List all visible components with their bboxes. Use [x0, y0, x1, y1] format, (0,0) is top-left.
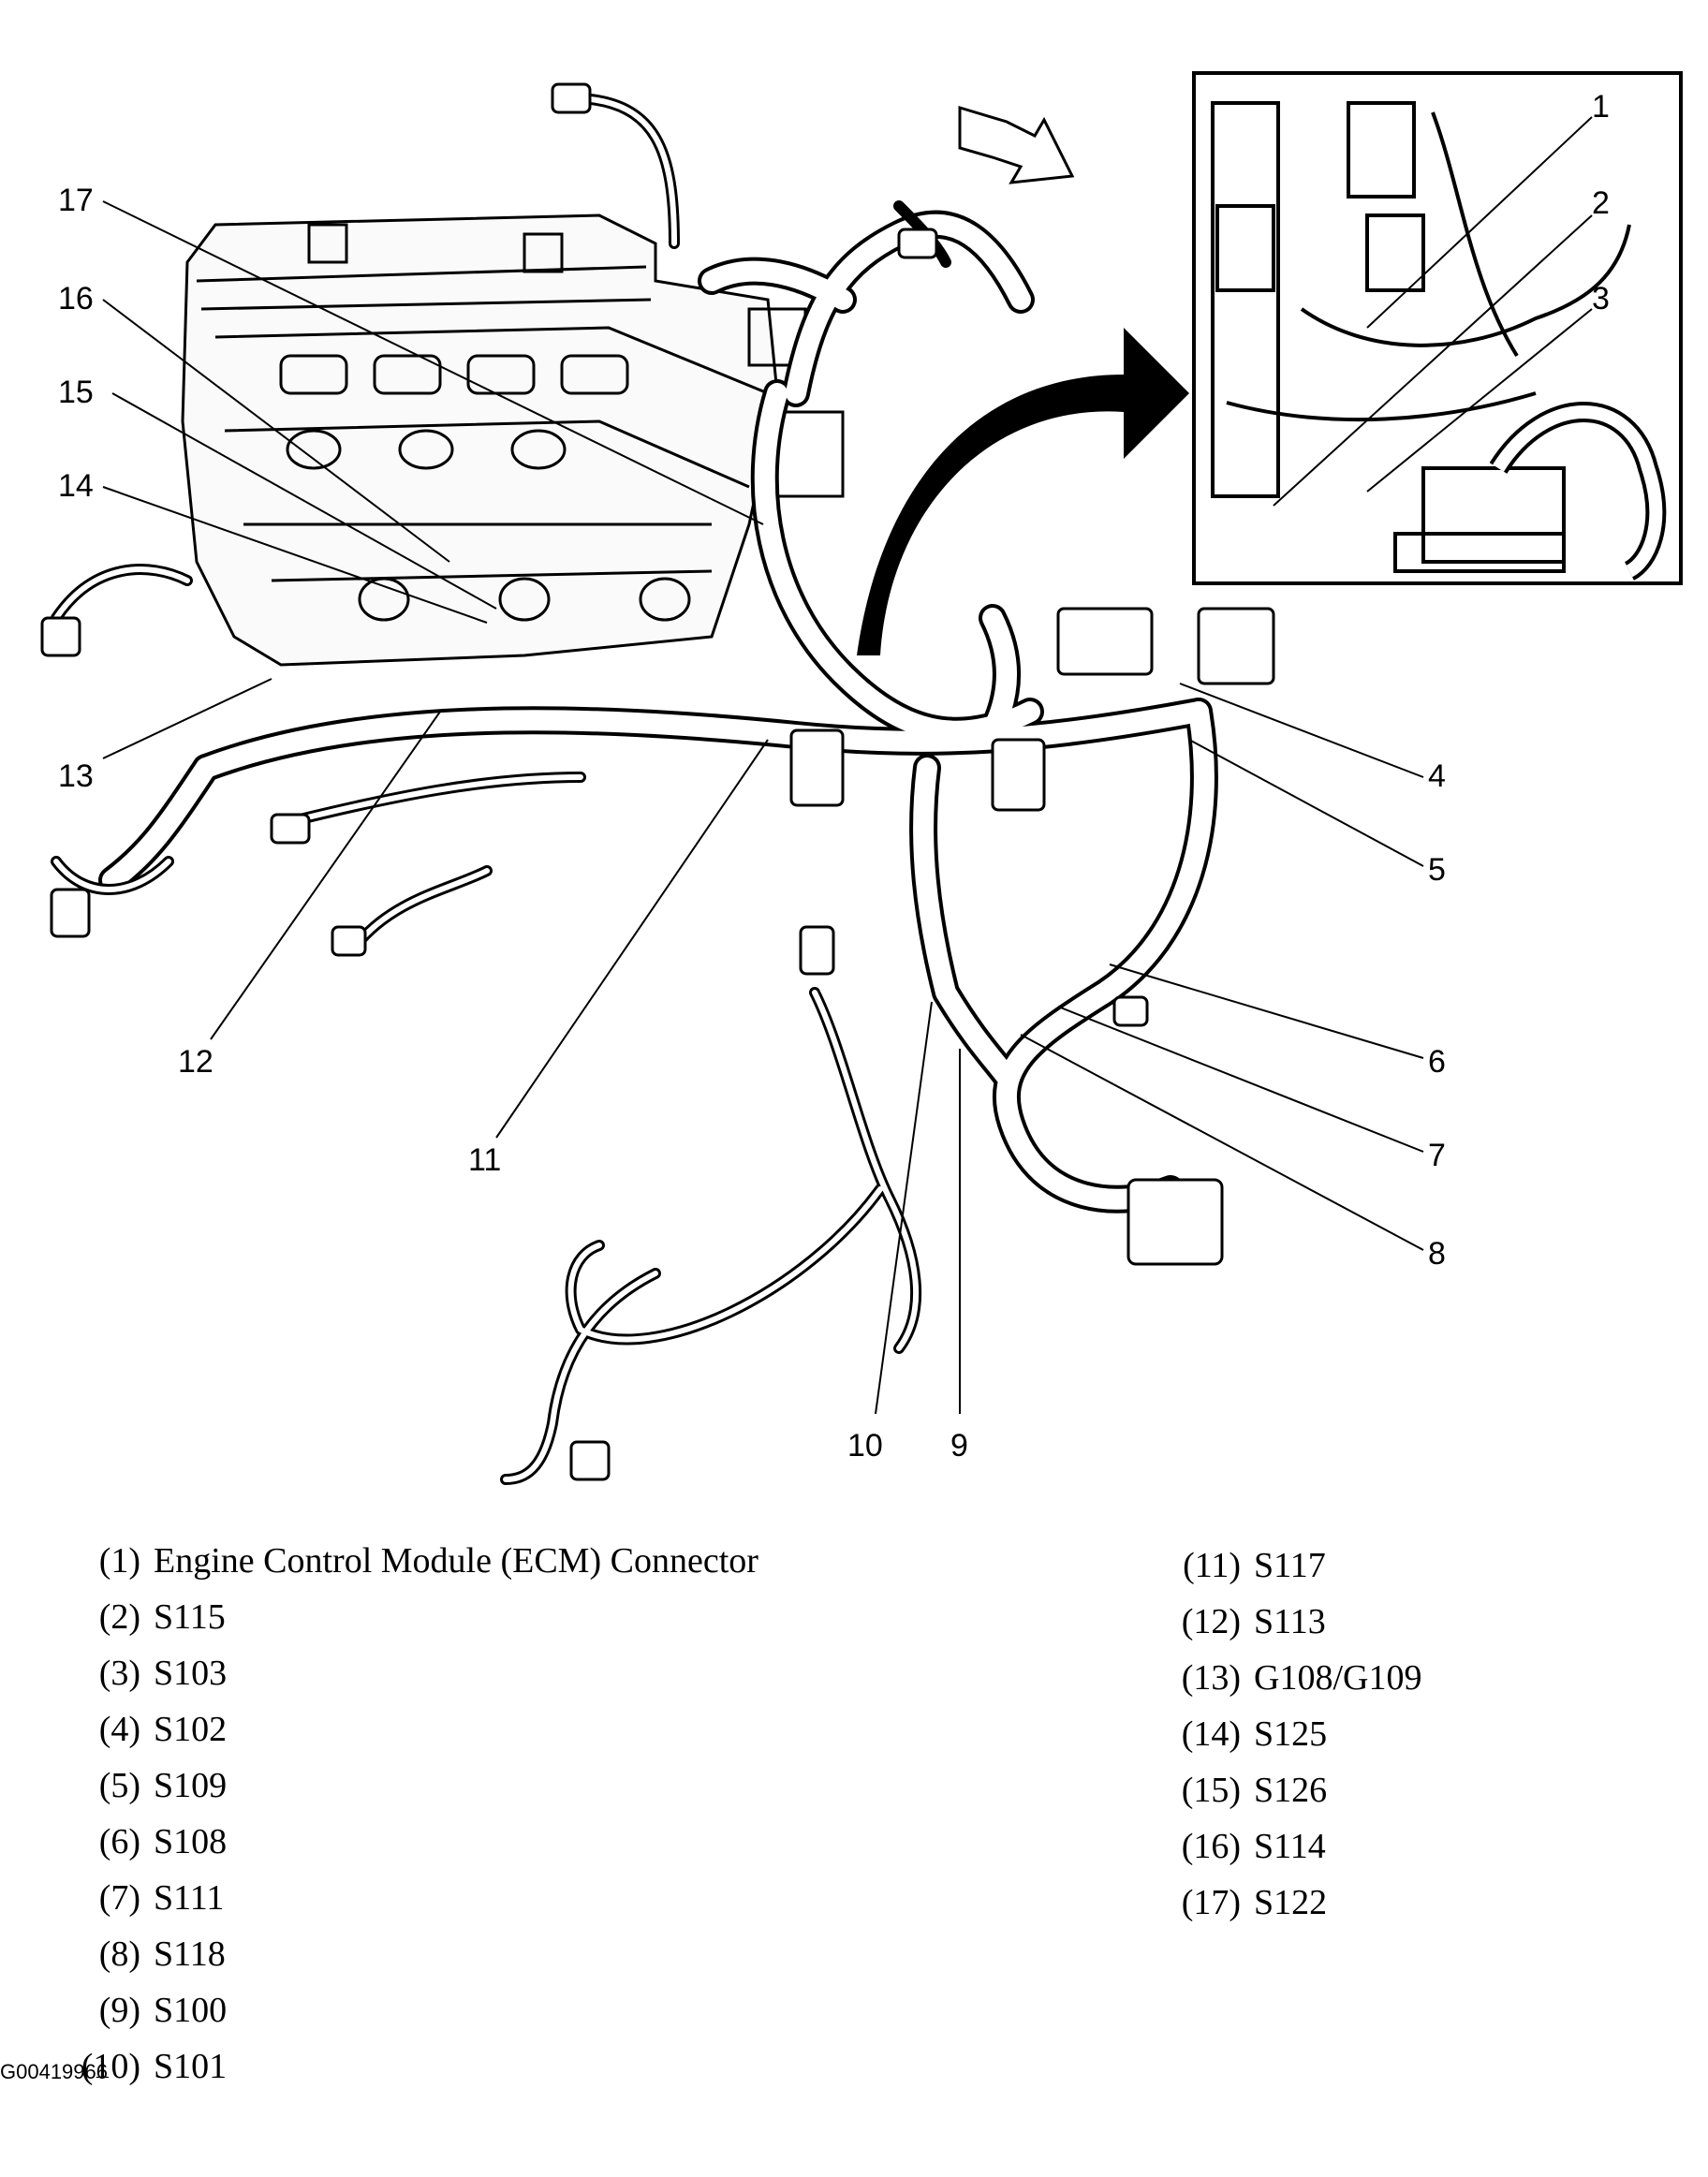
- harness-connectors: [40, 82, 1275, 1481]
- legend-item: (16) S114: [1156, 1826, 1326, 1867]
- callout-1: 1: [1592, 89, 1610, 125]
- legend-number: (7): [98, 1878, 140, 1918]
- callout-7: 7: [1428, 1138, 1446, 1173]
- callout-6: 6: [1428, 1044, 1446, 1080]
- legend-label: S113: [1254, 1602, 1326, 1641]
- legend-item: (4) S102: [56, 1709, 227, 1750]
- legend-item: (3) S103: [56, 1653, 227, 1694]
- legend-label: S102: [154, 1710, 228, 1749]
- legend-label: S117: [1254, 1546, 1326, 1585]
- legend-number: (4): [98, 1710, 140, 1749]
- legend-label: S118: [154, 1934, 226, 1974]
- callout-14: 14: [58, 468, 94, 504]
- legend-item: (7) S111: [56, 1877, 225, 1919]
- legend-number: (1): [98, 1541, 140, 1581]
- legend-label: Engine Control Module (ECM) Connector: [154, 1541, 758, 1581]
- legend-number: (6): [98, 1822, 140, 1861]
- legend-number: (5): [98, 1766, 140, 1805]
- callout-9: 9: [950, 1428, 968, 1464]
- callout-10: 10: [847, 1428, 883, 1464]
- legend-number: (15): [1181, 1771, 1241, 1810]
- legend-number: (2): [98, 1597, 140, 1637]
- callout-17: 17: [58, 183, 94, 218]
- callout-2: 2: [1592, 185, 1610, 221]
- legend-number: (17): [1181, 1883, 1241, 1922]
- legend-number: (16): [1181, 1827, 1241, 1866]
- legend-item: (9) S100: [56, 1990, 227, 2031]
- legend-item: (15) S126: [1156, 1770, 1327, 1811]
- leader-lines: [102, 116, 1593, 1415]
- engine-block: [181, 213, 845, 667]
- legend-item: (6) S108: [56, 1821, 227, 1862]
- legend-label: S109: [154, 1766, 228, 1805]
- legend-item: (13) G108/G109: [1156, 1657, 1422, 1699]
- legend-label: S111: [154, 1878, 225, 1918]
- callout-12: 12: [178, 1044, 214, 1080]
- legend-number: (8): [98, 1934, 140, 1974]
- legend-item: (14) S125: [1156, 1714, 1327, 1755]
- legend-number: (10): [81, 2047, 140, 2086]
- legend-item: (2) S115: [56, 1596, 226, 1638]
- legend-number: (12): [1181, 1602, 1241, 1641]
- callout-3: 3: [1592, 281, 1610, 316]
- legend-number: (11): [1183, 1546, 1241, 1585]
- legend-number: (9): [98, 1991, 140, 2030]
- legend-item: (12) S113: [1156, 1601, 1326, 1642]
- legend-label: S101: [154, 2047, 228, 2086]
- callout-16: 16: [58, 281, 94, 316]
- figure-id: G00419966: [0, 2060, 108, 2083]
- legend-label: G108/G109: [1254, 1658, 1422, 1698]
- engine-harness-diagram: 1 2 3 4 5 6 7 8 9 10 11 12 13 14 15 16 1…: [40, 71, 1683, 1485]
- callout-15: 15: [58, 375, 94, 410]
- legend-item: (8) S118: [56, 1934, 226, 1975]
- legend-item: (1) Engine Control Module (ECM) Connector: [56, 1540, 758, 1581]
- ecm-detail-inset: [1192, 71, 1683, 585]
- legend-label: S115: [154, 1597, 226, 1637]
- callout-13: 13: [58, 758, 94, 794]
- legend-item: (5) S109: [56, 1765, 227, 1806]
- legend-label: S108: [154, 1822, 228, 1861]
- legend-item: (10) S101: [56, 2046, 227, 2087]
- callout-labels: 1 2 3 4 5 6 7 8 9 10 11 12 13 14 15 16 1…: [58, 89, 1610, 1464]
- detail-arrow: [857, 328, 1189, 655]
- legend-label: S125: [1254, 1714, 1328, 1754]
- legend-number: (3): [98, 1654, 140, 1693]
- callout-8: 8: [1428, 1236, 1446, 1272]
- callout-5: 5: [1428, 852, 1446, 888]
- legend-item: (11) S117: [1156, 1545, 1326, 1586]
- front-direction-arrow: [958, 105, 1075, 184]
- legend-item: (17) S122: [1156, 1882, 1327, 1923]
- legend-label: S126: [1254, 1771, 1328, 1810]
- legend-number: (14): [1181, 1714, 1241, 1754]
- legend-label: S100: [154, 1991, 228, 2030]
- callout-11: 11: [468, 1142, 501, 1178]
- callout-4: 4: [1428, 758, 1446, 794]
- legend-number: (13): [1181, 1658, 1241, 1698]
- legend-label: S103: [154, 1654, 228, 1693]
- legend-label: S122: [1254, 1883, 1328, 1922]
- legend-label: S114: [1254, 1827, 1326, 1866]
